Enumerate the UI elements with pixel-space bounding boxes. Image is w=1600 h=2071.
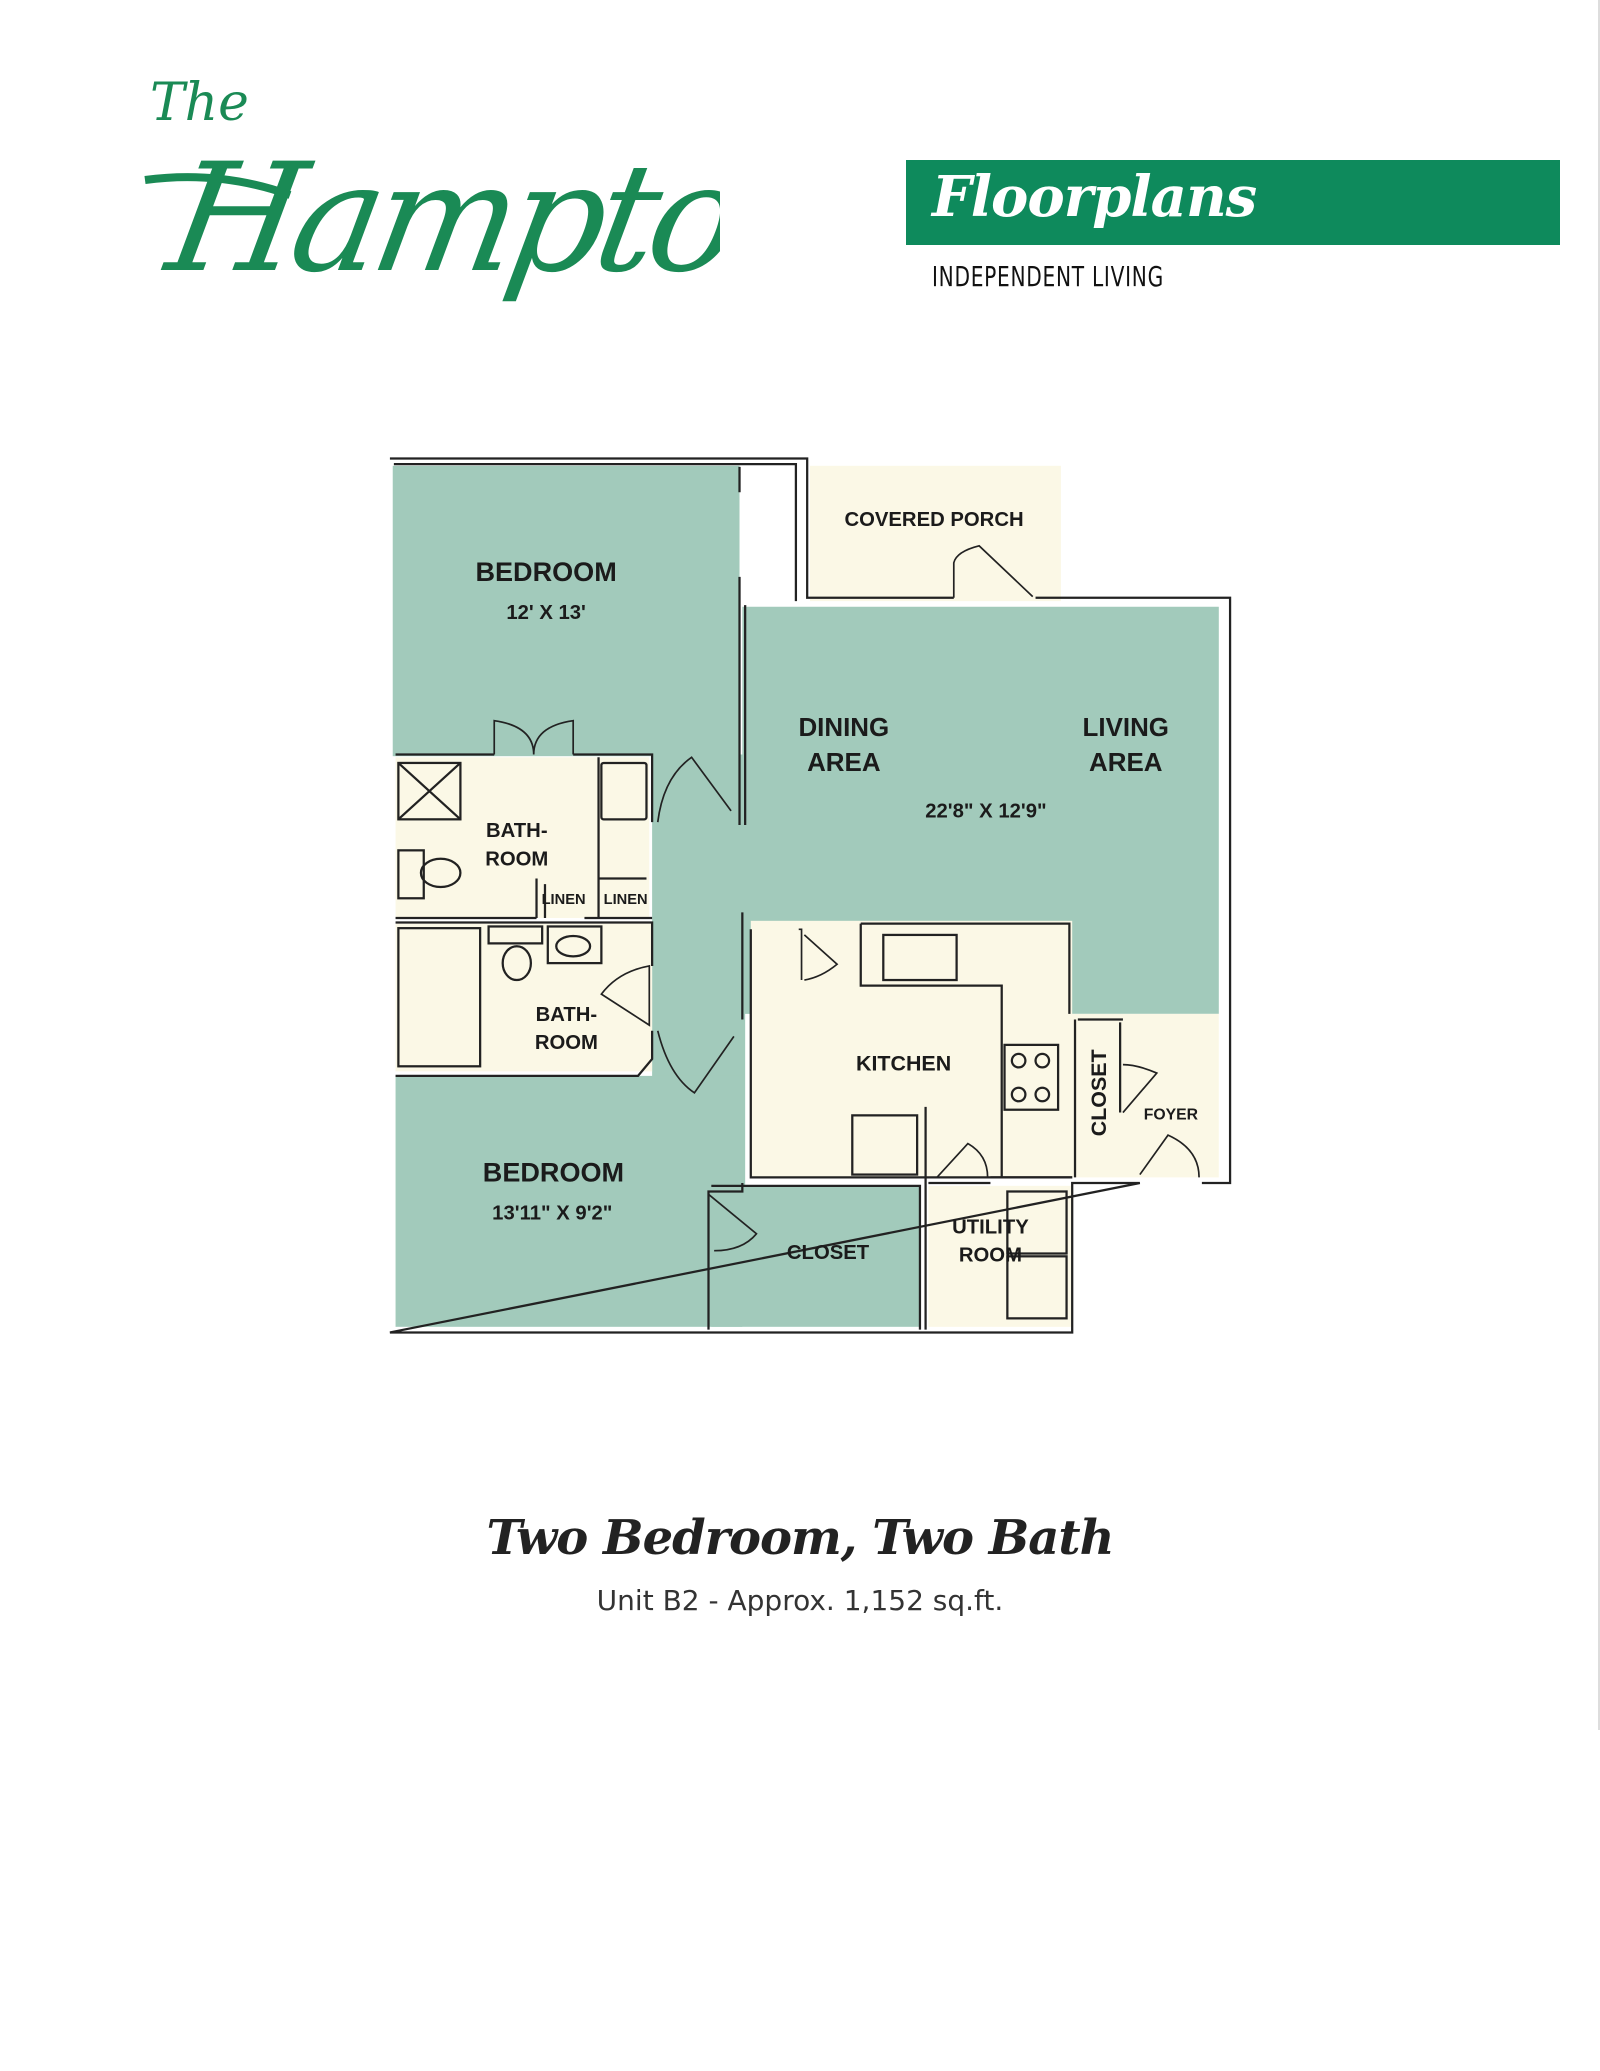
- utility-label-2: ROOM: [959, 1245, 1022, 1267]
- bath1-label-2: ROOM: [485, 848, 548, 870]
- closet-fill: [711, 1185, 920, 1327]
- kitchen-fill: [750, 920, 1073, 1178]
- unit-subtitle: Unit B2 - Approx. 1,152 sq.ft.: [596, 1584, 1004, 1617]
- bedroom1-fill: [392, 465, 740, 757]
- linen2-label: LINEN: [604, 892, 648, 908]
- independent-living-heading: INDEPENDENT LIVING: [932, 260, 1164, 293]
- unit-title: Two Bedroom, Two Bath: [486, 1510, 1115, 1566]
- foyer-label: FOYER: [1144, 1107, 1199, 1124]
- foyer-closet-label: CLOSET: [1087, 1049, 1111, 1136]
- bedroom1-label: BEDROOM: [475, 557, 616, 587]
- dining-label-2: AREA: [807, 749, 881, 777]
- porch-label: COVERED PORCH: [844, 509, 1023, 531]
- living-size: 22'8" X 12'9": [925, 800, 1046, 822]
- bedroom2-size: 13'11" X 9'2": [492, 1202, 612, 1224]
- foyer-fill: [1069, 1013, 1219, 1178]
- bedroom2-label: BEDROOM: [483, 1158, 624, 1188]
- walls: [389, 457, 1232, 1334]
- bath1-label-1: BATH-: [486, 820, 548, 842]
- porch-fill: [810, 465, 1061, 602]
- bedroom2-fill: [395, 1075, 743, 1327]
- bedroom2-closet-label: CLOSET: [787, 1242, 870, 1264]
- logo-swash: [144, 173, 292, 199]
- page-edge: [1598, 0, 1600, 1730]
- door-swings: [493, 544, 1200, 1252]
- logo-the: The: [150, 73, 249, 133]
- living-label-2: AREA: [1089, 749, 1163, 777]
- banner-title: Floorplans: [932, 164, 1257, 230]
- living-label-1: LIVING: [1083, 714, 1169, 742]
- dining-label-1: DINING: [798, 714, 889, 742]
- bath2-label-1: BATH-: [536, 1004, 598, 1026]
- linen1-label: LINEN: [542, 892, 586, 908]
- floorplans-banner: Floorplans: [906, 160, 1560, 245]
- bath2-fill: [395, 923, 653, 1072]
- room-fills: [392, 465, 1219, 1327]
- bedroom1-size: 12' X 13': [506, 602, 586, 624]
- bath2-label-2: ROOM: [535, 1032, 598, 1054]
- floorplan-diagram: BEDROOM 12' X 13' COVERED PORCH DINING A…: [389, 457, 1232, 1334]
- kitchen-label: KITCHEN: [856, 1051, 951, 1075]
- hamptons-logo: The Hamptons: [144, 73, 720, 306]
- room-labels: BEDROOM 12' X 13' COVERED PORCH DINING A…: [475, 509, 1198, 1267]
- utility-label-1: UTILITY: [952, 1216, 1029, 1238]
- logo-hamptons: Hamptons: [154, 131, 720, 306]
